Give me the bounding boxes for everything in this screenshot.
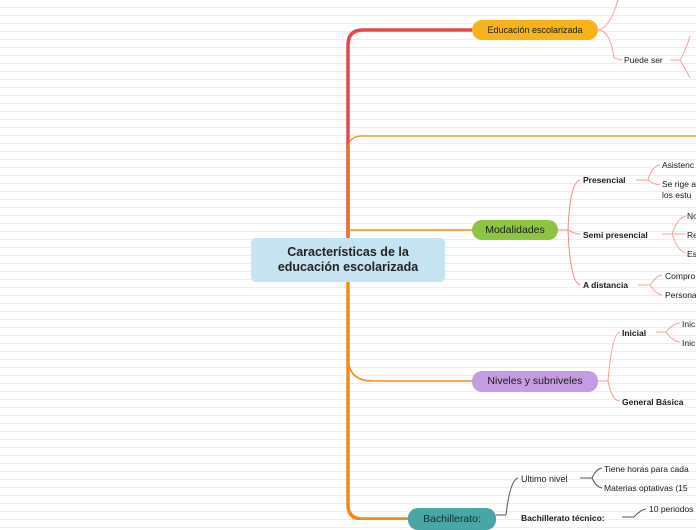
presencial-item-label: los estu: [662, 190, 692, 200]
connector-educacion-puede: [597, 29, 623, 61]
semi-item[interactable]: No: [687, 211, 696, 221]
connector-bach-kids: [496, 477, 519, 516]
trunk-orange-upper: [347, 135, 696, 238]
subtopic-bachillerato-tecnico-label: Bachillerato técnico:: [521, 513, 605, 523]
central-topic-line1: Características de la: [287, 245, 409, 259]
subtopic-bachillerato-tecnico[interactable]: Bachillerato técnico:: [521, 513, 605, 523]
inicial-item-label: Inic: [682, 319, 696, 329]
topic-educacion-escolarizada[interactable]: Educación escolarizada: [472, 20, 598, 40]
subtopic-ultimo-nivel[interactable]: Ultimo nivel: [521, 474, 568, 484]
topic-modalidades[interactable]: Modalidades: [472, 220, 558, 240]
trunk-red: [346, 28, 472, 238]
topic-bachillerato[interactable]: Bachillerato:: [408, 508, 496, 530]
ultimo-nivel-item[interactable]: Materias optativas (15: [604, 483, 688, 493]
subtopic-semi-presencial[interactable]: Semi presencial: [583, 230, 648, 240]
distancia-item-label: Compro: [665, 271, 696, 281]
inicial-item-label: Inic: [682, 338, 696, 348]
topic-modalidades-label: Modalidades: [485, 224, 545, 236]
central-topic-line2: educación escolarizada: [277, 260, 419, 274]
presencial-item[interactable]: los estu: [662, 190, 691, 200]
connector-distancia-kids: [638, 274, 663, 296]
semi-item[interactable]: Re: [687, 230, 696, 240]
presencial-item-label: Asistenc: [662, 160, 695, 170]
subtopic-inicial-label: Inicial: [622, 328, 647, 338]
connector-inicial-kids: [656, 322, 681, 343]
topic-bachillerato-label: Bachillerato:: [423, 513, 481, 525]
distancia-item[interactable]: Persona: [665, 290, 696, 300]
semi-item-label: Re: [687, 230, 696, 240]
subtopic-general-basica-label: General Básica: [622, 397, 684, 407]
semi-item[interactable]: Es: [687, 249, 696, 259]
trunk-orange: [346, 282, 410, 520]
subtopic-semi-presencial-label: Semi presencial: [583, 230, 648, 240]
topic-niveles-subniveles[interactable]: Niveles y subniveles: [472, 371, 598, 392]
ultimo-nivel-item-label: Materias optativas (15: [604, 483, 688, 493]
distancia-item-label: Persona: [665, 290, 696, 300]
topic-niveles-label: Niveles y subniveles: [487, 375, 583, 387]
central-topic[interactable]: Características de la educación escolari…: [251, 238, 445, 282]
connector-niveles-kids: [598, 331, 621, 402]
subtopic-puede-ser-label: Puede ser: [624, 55, 663, 65]
connector-modalidades-kids: [557, 179, 581, 286]
subtopic-a-distancia[interactable]: A distancia: [583, 280, 628, 290]
connector-presencial-kids: [636, 164, 661, 186]
inicial-item[interactable]: Inic: [682, 338, 695, 348]
connector-puede-children: [670, 35, 691, 79]
presencial-item[interactable]: Se rige a: [662, 179, 696, 189]
semi-item-label: No: [687, 211, 696, 221]
connector-educacion-up: [597, 0, 619, 31]
connector-niveles: [347, 359, 472, 382]
subtopic-puede-ser[interactable]: Puede ser: [624, 55, 663, 65]
subtopic-presencial-label: Presencial: [583, 175, 626, 185]
connector-ultimo-kids: [580, 467, 603, 489]
subtopic-presencial[interactable]: Presencial: [583, 175, 626, 185]
subtopic-inicial[interactable]: Inicial: [622, 328, 646, 338]
connector-tecnico-kids: [622, 508, 647, 518]
presencial-item[interactable]: Asistenc: [662, 160, 694, 170]
topic-educacion-label: Educación escolarizada: [487, 25, 583, 35]
distancia-item[interactable]: Compro: [665, 271, 695, 281]
tecnico-item[interactable]: 10 periodos: [649, 504, 693, 514]
semi-item-label: Es: [687, 249, 696, 259]
subtopic-ultimo-nivel-label: Ultimo nivel: [521, 474, 568, 484]
presencial-item-label: Se rige a: [662, 179, 696, 189]
subtopic-a-distancia-label: A distancia: [583, 280, 629, 290]
subtopic-general-basica[interactable]: General Básica: [622, 397, 683, 407]
connector-semi-kids: [662, 215, 687, 254]
inicial-item[interactable]: Inic: [682, 319, 695, 329]
tecnico-item-label: 10 periodos: [649, 504, 694, 514]
ultimo-nivel-item-label: Tiene horas para cada: [604, 464, 689, 474]
ultimo-nivel-item[interactable]: Tiene horas para cada: [604, 464, 689, 474]
